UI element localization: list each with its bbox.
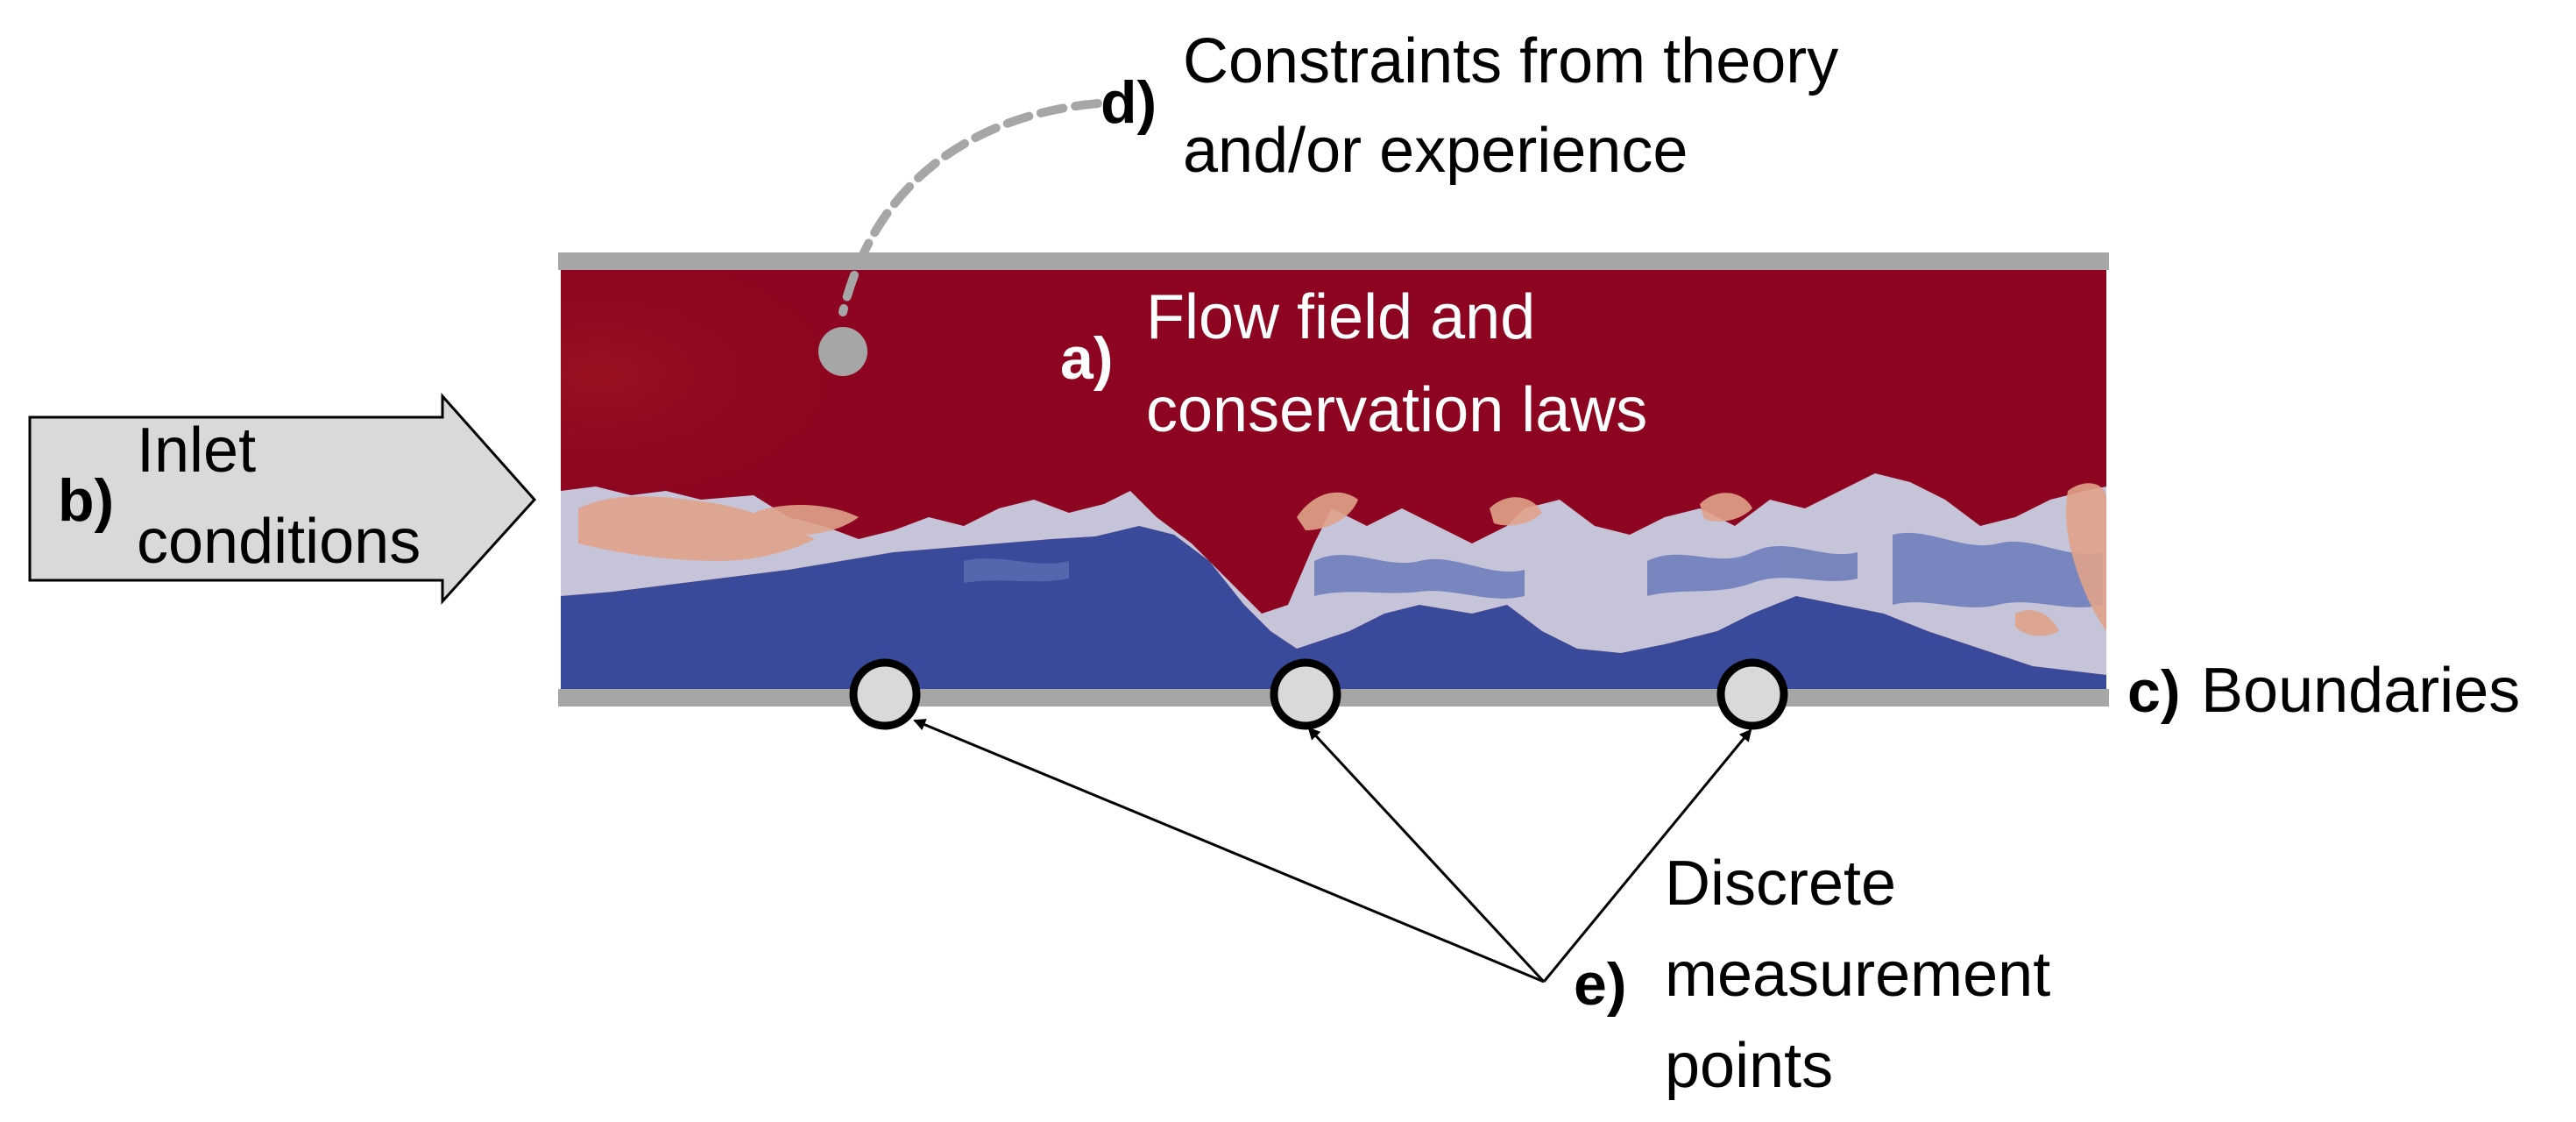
label-e-line-3: points <box>1665 1031 1833 1101</box>
measurement-point <box>849 658 921 730</box>
label-a-key: a) <box>1060 325 1113 392</box>
constraint-marker <box>818 327 867 376</box>
inlet-arrow <box>28 393 537 605</box>
label-e-line-2: measurement <box>1665 940 2050 1010</box>
top-wall <box>558 252 2109 270</box>
label-b-line-2: conditions <box>137 507 421 577</box>
constraint-dashed-curve <box>839 99 1102 316</box>
warm-wisps <box>578 483 2106 636</box>
flow-field <box>561 270 2106 689</box>
label-c-text: Boundaries <box>2201 656 2520 726</box>
label-d-line-1: Constraints from theory <box>1183 26 1838 96</box>
measurement-point <box>1270 658 1341 730</box>
label-a: a) Flow field and conservation laws <box>1060 282 1647 445</box>
measurement-points <box>849 658 1788 730</box>
label-e: e) Discrete measurement points <box>1574 849 2050 1101</box>
lower-fluid-region <box>561 526 2106 689</box>
mixing-streaks <box>964 532 2103 607</box>
label-b: b) Inlet conditions <box>58 415 421 577</box>
label-d: d) Constraints from theory and/or experi… <box>1100 26 1838 186</box>
label-d-line-2: and/or experience <box>1183 116 1688 186</box>
arrow-to-point-1 <box>913 719 1545 984</box>
label-e-key: e) <box>1574 951 1626 1018</box>
label-c-key: c) <box>2127 658 2180 725</box>
label-d-key: d) <box>1100 69 1157 136</box>
label-a-line-1: Flow field and <box>1146 282 1535 352</box>
label-b-key: b) <box>58 467 114 534</box>
arrow-to-point-2 <box>1307 727 1546 984</box>
label-a-line-2: conservation laws <box>1146 375 1647 445</box>
label-c: c) Boundaries <box>2127 656 2520 726</box>
label-e-line-1: Discrete <box>1665 849 1896 919</box>
measurement-point <box>1716 658 1788 730</box>
measurement-arrows <box>913 719 1752 984</box>
label-b-line-1: Inlet <box>137 415 256 486</box>
arrow-to-point-3 <box>1542 728 1752 983</box>
